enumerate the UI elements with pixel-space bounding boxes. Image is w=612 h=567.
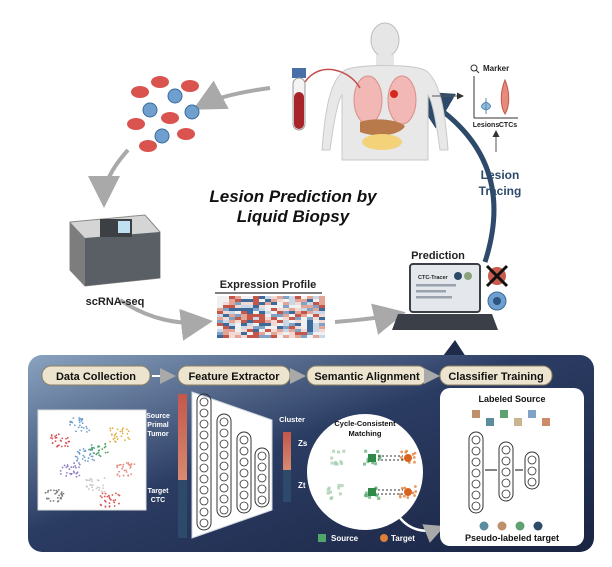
- input-bar-target: [178, 480, 187, 538]
- lesions-axis-label: Lesions: [473, 122, 500, 129]
- svg-text:Zt: Zt: [298, 481, 306, 490]
- legend-target-swatch: [380, 534, 388, 542]
- scrna-seq-label: scRNA-seq: [86, 296, 145, 308]
- svg-text:Pseudo-labeled target: Pseudo-labeled target: [465, 533, 559, 543]
- svg-text:Source: Source: [146, 413, 170, 420]
- svg-text:Target: Target: [148, 488, 170, 495]
- lesion-tracing-label-1: Lesion: [481, 168, 520, 182]
- svg-text:CTC: CTC: [151, 497, 165, 504]
- ctc-tracer-label: CTC-Tracer: [418, 275, 449, 281]
- latent-zt: [283, 470, 291, 502]
- prediction-label: Prediction: [411, 250, 465, 262]
- cycle-arrow-cells-to-sequencer: [88, 148, 130, 208]
- encoder-shape: [191, 391, 273, 539]
- umap-scatter: [44, 417, 136, 508]
- input-bar-source: [178, 394, 187, 480]
- cycle-arrow-sequencer-to-profile: [118, 298, 213, 341]
- svg-text:Tumor: Tumor: [147, 431, 169, 438]
- classifier-network: [468, 410, 550, 531]
- marker-plot: Marker Lesions CTCs: [470, 64, 518, 129]
- classifier-box: [440, 388, 584, 546]
- title-line-1: Lesion Prediction by: [209, 187, 378, 206]
- step-data-collection: [41, 365, 151, 386]
- latent-zs: [283, 432, 291, 470]
- expression-heatmap: [217, 296, 325, 338]
- marker-label: Marker: [483, 64, 509, 73]
- cycle-arrow-profile-to-prediction: [334, 303, 406, 335]
- svg-text:Cluster: Cluster: [279, 415, 305, 424]
- laptop-icon: CTC-Tracer: [392, 263, 498, 330]
- cell-prediction-icons: [485, 264, 509, 311]
- lesion-tracing-arrow: [411, 90, 497, 263]
- blood-tube-icon: [292, 68, 361, 131]
- svg-text:Target: Target: [391, 534, 415, 543]
- human-body-illustration: [321, 22, 449, 161]
- lesion-tracing-label-2: Tracing: [479, 184, 522, 198]
- svg-text:Classifier Training: Classifier Training: [448, 371, 543, 383]
- cycle-arrow-blood-to-cells: [192, 80, 271, 110]
- svg-text:Feature Extractor: Feature Extractor: [188, 371, 280, 383]
- svg-text:Primal: Primal: [147, 422, 168, 429]
- encoder-network: [196, 393, 270, 531]
- expression-profile-label: Expression Profile: [220, 279, 317, 291]
- svg-text:Semantic Alignment: Semantic Alignment: [314, 371, 420, 383]
- matching-points: [326, 449, 418, 500]
- svg-text:Source: Source: [331, 534, 359, 543]
- ctcs-axis-label: CTCs: [499, 122, 517, 129]
- sequencer-machine-icon: [69, 214, 161, 287]
- svg-text:Data Collection: Data Collection: [56, 371, 136, 383]
- blood-cells-icon: [127, 76, 200, 152]
- legend-source-swatch: [318, 534, 326, 542]
- svg-text:Cycle-Consistent: Cycle-Consistent: [334, 419, 396, 428]
- step-classifier-training: [439, 365, 553, 386]
- title-line-2: Liquid Biopsy: [237, 207, 351, 226]
- svg-text:Zs: Zs: [298, 439, 308, 448]
- svg-text:Matching: Matching: [349, 429, 382, 438]
- svg-text:Labeled Source: Labeled Source: [478, 394, 545, 404]
- cycle-matching-circle: [307, 414, 423, 530]
